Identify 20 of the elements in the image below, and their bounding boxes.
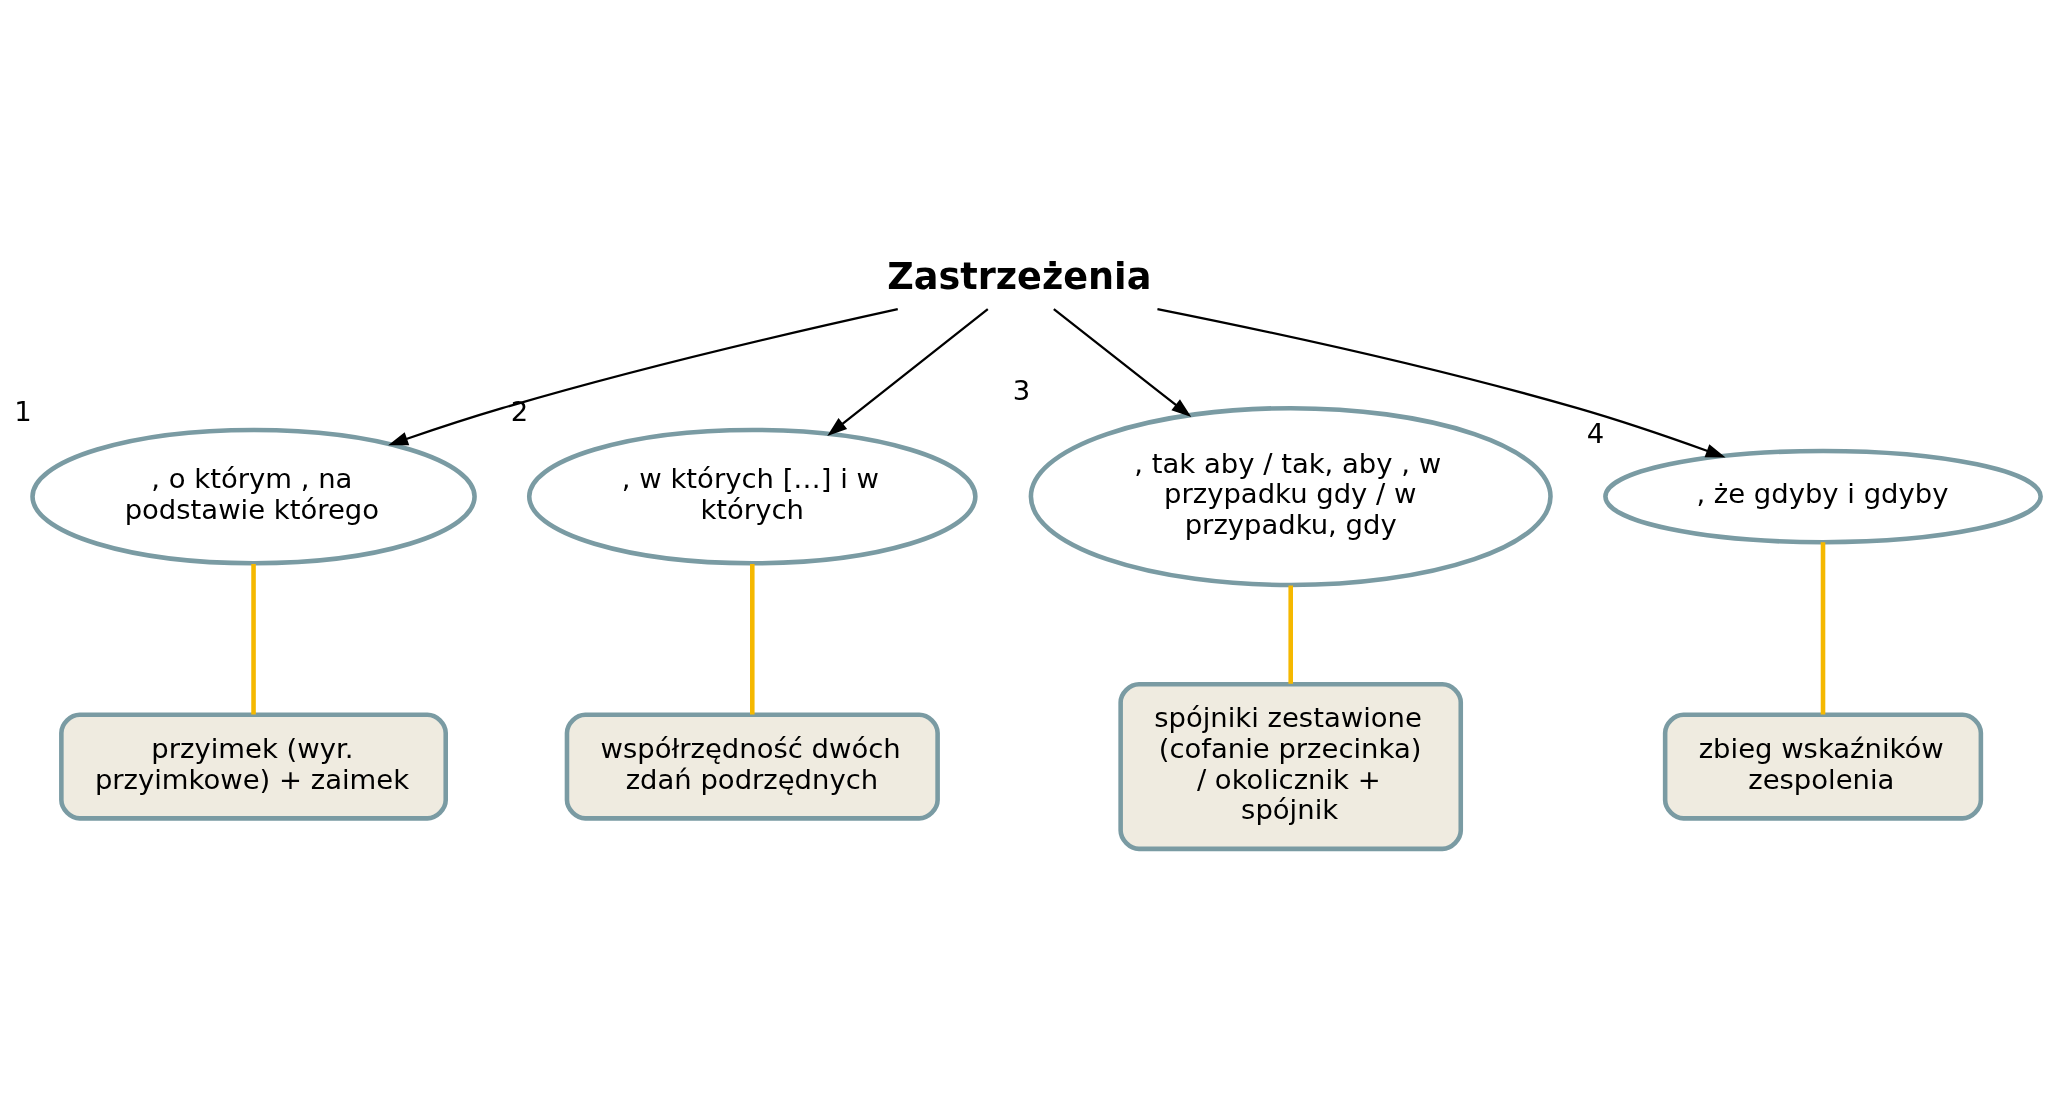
arrow [827,307,989,436]
node-box: współrzędność dwóch zdań podrzędnych [564,711,940,821]
node-label: 3 [1012,374,1031,406]
connector [251,563,256,714]
arrow [1157,307,1726,458]
connector [1820,541,1826,714]
node-ellipse: , w których […] i w których [526,427,978,565]
node-ellipse: , o którym , na podstawie którego [30,427,477,565]
node-text: Zastrzeżenia [887,254,1152,298]
node-box: zbieg wskaźników zespolenia [1662,711,1984,821]
node-label: 1 [14,395,32,427]
node-ellipse: , że gdyby i gdyby [1603,448,2043,544]
connector [1288,585,1293,684]
arrow [388,307,898,445]
node-box: przyimek (wyr. przyimkowe) + zaimek [59,711,448,821]
connector [750,563,755,714]
node-label: 4 [1586,417,1605,449]
arrow [1053,307,1192,417]
node-ellipse: , tak aby / tak, aby , w przypadku gdy / w przypadku, gdy [1028,405,1553,587]
node-box: spójniki zestawione (cofanie przecinka) / okolicznik + spójnik [1118,681,1464,851]
